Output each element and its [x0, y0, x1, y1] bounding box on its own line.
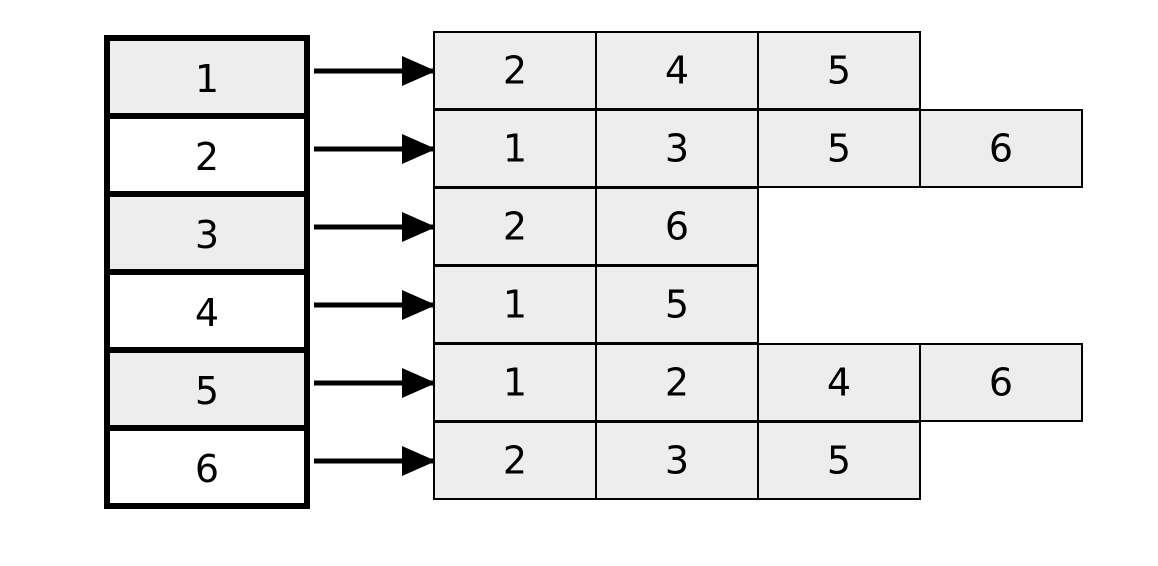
neighbor-list-1: 2 4 5 — [433, 31, 921, 110]
neighbor-cell: 6 — [595, 187, 759, 266]
neighbor-cell: 4 — [757, 343, 921, 422]
vertex-label: 3 — [195, 213, 219, 257]
arrows — [314, 56, 436, 476]
neighbor-cell: 5 — [757, 31, 921, 110]
neighbor-cell-box — [595, 265, 759, 344]
neighbor-cell-box — [919, 109, 1083, 188]
neighbor-cell: 1 — [433, 265, 597, 344]
neighbor-label: 1 — [503, 361, 527, 405]
vertex-cell-box — [104, 425, 310, 509]
neighbor-list-6: 2 3 5 — [433, 421, 921, 500]
vertex-label: 6 — [195, 447, 219, 491]
neighbor-cell-box — [595, 421, 759, 500]
vertex-label: 4 — [195, 291, 219, 335]
neighbor-label: 6 — [989, 127, 1013, 171]
neighbor-cell: 5 — [595, 265, 759, 344]
neighbor-cell-box — [433, 109, 597, 188]
neighbor-cell: 2 — [433, 31, 597, 110]
neighbor-cell-box — [595, 109, 759, 188]
neighbor-label: 4 — [827, 361, 851, 405]
neighbor-label: 5 — [827, 49, 851, 93]
vertex-cell-3: 3 — [104, 191, 310, 275]
neighbor-label: 2 — [503, 49, 527, 93]
neighbor-label: 2 — [503, 205, 527, 249]
neighbor-list-2: 1 3 5 6 — [433, 109, 1083, 188]
neighbor-cell: 2 — [433, 421, 597, 500]
neighbor-list-5: 1 2 4 6 — [433, 343, 1083, 422]
vertex-label: 1 — [195, 57, 219, 101]
neighbor-label: 5 — [827, 439, 851, 483]
neighbor-cell: 6 — [919, 109, 1083, 188]
neighbor-cell: 2 — [595, 343, 759, 422]
neighbor-label: 3 — [665, 127, 689, 171]
vertex-cell-box — [104, 269, 310, 353]
vertex-cell-2: 2 — [104, 113, 310, 197]
neighbor-cell: 3 — [595, 421, 759, 500]
vertex-label: 5 — [195, 369, 219, 413]
neighbor-cell-box — [595, 187, 759, 266]
neighbor-label: 1 — [503, 283, 527, 327]
vertex-column: 1 2 3 4 5 6 — [104, 35, 310, 509]
neighbor-label: 6 — [989, 361, 1013, 405]
neighbor-cell-box — [757, 421, 921, 500]
neighbor-cell: 5 — [757, 109, 921, 188]
neighbor-cell: 6 — [919, 343, 1083, 422]
neighbor-cell: 1 — [433, 343, 597, 422]
vertex-cell-6: 6 — [104, 425, 310, 509]
neighbor-label: 5 — [827, 127, 851, 171]
neighbor-cell-box — [919, 343, 1083, 422]
neighbor-cell-box — [433, 187, 597, 266]
neighbor-cell: 3 — [595, 109, 759, 188]
vertex-cell-4: 4 — [104, 269, 310, 353]
neighbor-cell-box — [433, 31, 597, 110]
neighbor-label: 2 — [503, 439, 527, 483]
neighbor-cell: 4 — [595, 31, 759, 110]
neighbor-label: 1 — [503, 127, 527, 171]
neighbor-label: 2 — [665, 361, 689, 405]
vertex-cell-5: 5 — [104, 347, 310, 431]
neighbor-cell-box — [595, 31, 759, 110]
neighbor-cell-box — [757, 109, 921, 188]
neighbor-cell: 2 — [433, 187, 597, 266]
neighbor-label: 4 — [665, 49, 689, 93]
neighbor-label: 5 — [665, 283, 689, 327]
neighbor-label: 3 — [665, 439, 689, 483]
vertex-label: 2 — [195, 135, 219, 179]
neighbor-cell: 1 — [433, 109, 597, 188]
neighbor-cell: 5 — [757, 421, 921, 500]
neighbor-label: 6 — [665, 205, 689, 249]
vertex-cell-1: 1 — [104, 35, 310, 119]
neighbor-cell-box — [433, 343, 597, 422]
